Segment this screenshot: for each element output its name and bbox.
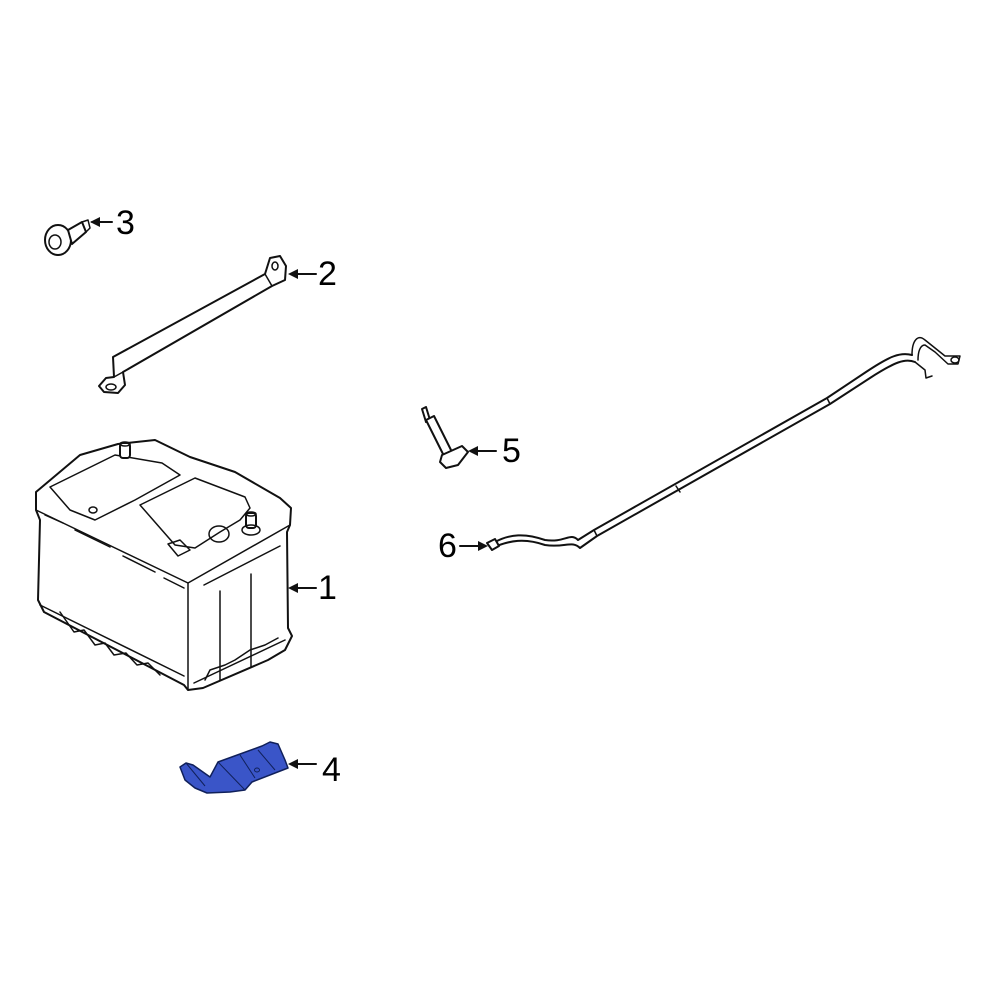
part-5-sensor-stud[interactable] <box>421 406 469 469</box>
callout-number-3[interactable]: 3 <box>116 204 135 242</box>
callout-6-arrow <box>459 541 488 551</box>
part-1-battery[interactable] <box>35 439 293 691</box>
callout-number-5[interactable]: 5 <box>502 432 521 470</box>
callout-number-1[interactable]: 1 <box>318 569 337 607</box>
callout-3-arrow <box>90 217 113 227</box>
callout-number-2[interactable]: 2 <box>318 255 337 293</box>
callout-1-arrow <box>288 583 317 593</box>
callout-number-6[interactable]: 6 <box>438 527 457 565</box>
part-3-bolt[interactable] <box>44 219 91 256</box>
callout-2-arrow <box>288 269 317 279</box>
part-2-bracket[interactable] <box>98 255 287 394</box>
callout-5-arrow <box>468 446 497 456</box>
callout-number-4[interactable]: 4 <box>322 751 341 789</box>
callout-4-arrow <box>288 759 317 769</box>
part-6-battery-cable[interactable] <box>486 336 961 551</box>
part-4-tray-bracket[interactable] <box>179 741 289 794</box>
